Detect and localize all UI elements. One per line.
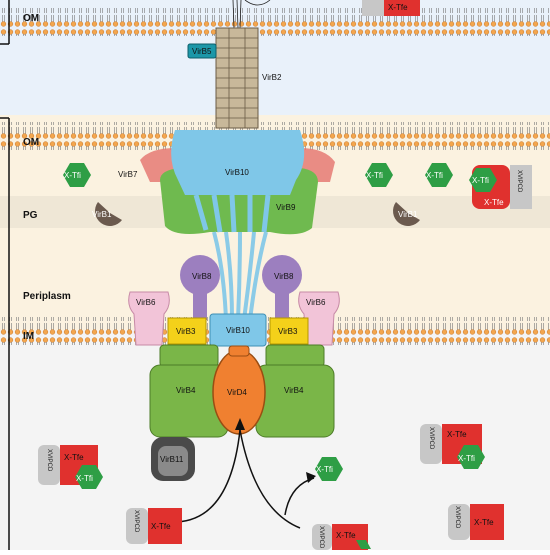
virB10-im-label: VirB10 <box>226 326 250 335</box>
virB8-left-label: VirB8 <box>192 272 212 281</box>
om-label: OM <box>23 137 39 148</box>
svg-text:X-Tfi: X-Tfi <box>458 454 475 463</box>
virB3-right-label: VirB3 <box>278 327 298 336</box>
virB6-right-label: VirB6 <box>306 298 326 307</box>
xtfi-periplasm-left: X-Tfi <box>63 163 91 187</box>
svg-text:X-Tfi: X-Tfi <box>316 465 333 474</box>
host-om-label: OM <box>23 13 39 24</box>
virB3-left-protein <box>167 317 207 345</box>
virB2-label: VirB2 <box>262 73 282 82</box>
host-outer-membrane <box>0 8 550 36</box>
svg-text:X-Tfe: X-Tfe <box>447 430 467 439</box>
virB1-left-label: VirB1 <box>92 210 112 219</box>
host-xtfe-effector: X-Tfe <box>362 0 420 16</box>
virB3-right-protein <box>269 317 309 345</box>
xvipcd-complex-periplasm: X-Tfi X-Tfe XVIPCD <box>469 165 532 209</box>
virB6-left-label: VirB6 <box>136 298 156 307</box>
svg-text:X-Tfi: X-Tfi <box>76 474 93 483</box>
virB10-channel <box>212 231 268 321</box>
svg-text:X-Tfe: X-Tfe <box>336 531 356 540</box>
virB1-right-protein <box>393 202 420 227</box>
virB8-left-protein <box>180 255 220 320</box>
svg-text:X-Tfe: X-Tfe <box>64 453 84 462</box>
svg-text:XVIPCD: XVIPCD <box>46 449 52 472</box>
virB8-right-protein <box>262 255 302 320</box>
virB9-label: VirB9 <box>276 203 296 212</box>
virB2-pilus <box>215 27 259 129</box>
xvipcd-xtfe-bottom-left: XVIPCD X-Tfe <box>126 508 182 544</box>
svg-text:X-Tfi: X-Tfi <box>64 171 81 180</box>
xtfi-periplasm-b: X-Tfi <box>425 163 453 187</box>
virB7-label: VirB7 <box>118 170 138 179</box>
xtfi-periplasm-a: X-Tfi <box>365 163 393 187</box>
virB8-right-label: VirB8 <box>274 272 294 281</box>
svg-text:X-Tfe: X-Tfe <box>484 198 504 207</box>
svg-text:X-Tfe: X-Tfe <box>474 518 494 527</box>
virB4-right-label: VirB4 <box>284 386 304 395</box>
pg-label: PG <box>23 210 38 221</box>
svg-text:X-Tfi: X-Tfi <box>472 176 489 185</box>
host-xtfe-label: X-Tfe <box>388 3 408 12</box>
pilus-tip-filaments <box>232 0 271 29</box>
im-label: IM <box>23 331 34 342</box>
svg-text:X-Tfi: X-Tfi <box>426 171 443 180</box>
virB1-right-label: VirB1 <box>398 210 418 219</box>
xtfi-cytoplasm-free: X-Tfi <box>315 457 343 481</box>
virB10-core-label: VirB10 <box>225 168 249 177</box>
svg-text:X-Tfi: X-Tfi <box>366 171 383 180</box>
xvipcd-complex-right: XVIPCD X-Tfe X-Tfi <box>420 424 485 469</box>
xvipcd-xtfe-bottom-right: XVIPCD X-Tfe <box>448 504 504 540</box>
xvipcd-complex-left: XVIPCD X-Tfe X-Tfi <box>38 445 103 489</box>
svg-text:XVIPCD: XVIPCD <box>133 510 139 533</box>
periplasm-label: Periplasm <box>23 291 71 302</box>
virB4-left-label: VirB4 <box>176 386 196 395</box>
virD4-label: VirD4 <box>227 388 247 397</box>
svg-text:XVIPCD: XVIPCD <box>318 526 324 549</box>
svg-text:X-Tfe: X-Tfe <box>151 522 171 531</box>
virB11-label: VirB11 <box>160 455 184 464</box>
virB5-label: VirB5 <box>192 47 212 56</box>
virB7-virB9-virB10-core <box>140 130 335 235</box>
svg-text:XVIPCD: XVIPCD <box>516 170 522 193</box>
svg-text:XVIPCD: XVIPCD <box>428 427 434 450</box>
arrow-head-xtfi <box>306 472 316 483</box>
xvipcd-xtfe-bottom-center: XVIPCD X-Tfe <box>312 524 371 550</box>
svg-text:XVIPCD: XVIPCD <box>454 506 460 529</box>
virB1-left-protein <box>95 202 122 226</box>
virB6-right-protein <box>298 291 340 346</box>
virB5-protein <box>187 43 217 59</box>
virB3-left-label: VirB3 <box>176 327 196 336</box>
virB4-right-protein <box>255 344 335 438</box>
arrow-head-virD4 <box>235 418 245 430</box>
